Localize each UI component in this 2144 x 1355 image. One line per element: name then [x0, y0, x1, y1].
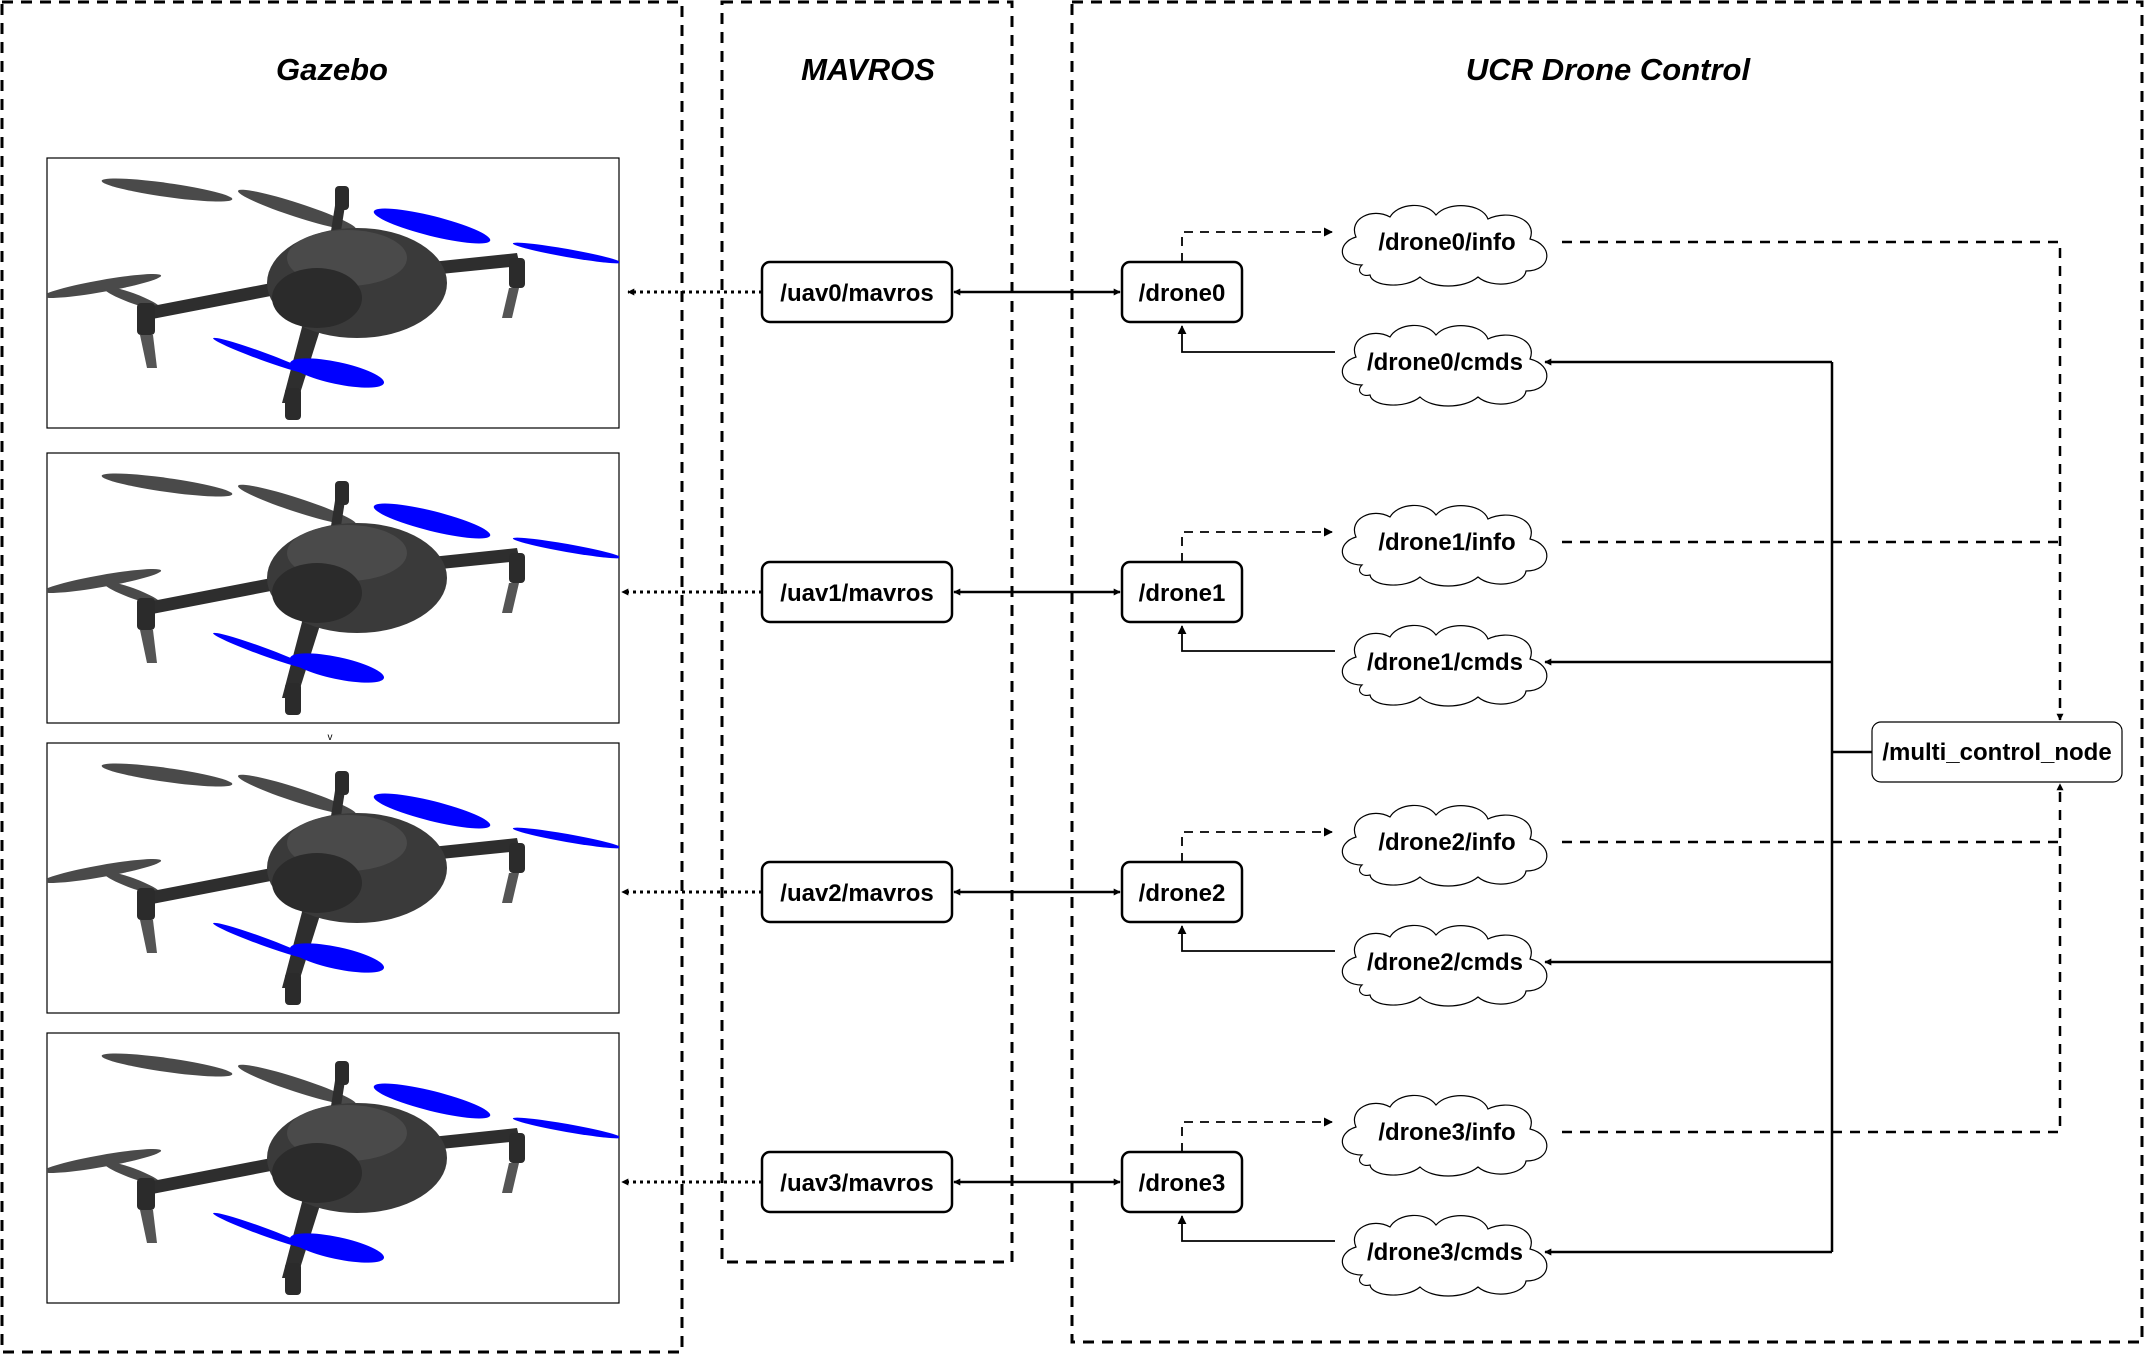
ucr-title: UCR Drone Control [1466, 52, 1752, 87]
svg-text:/uav2/mavros: /uav2/mavros [780, 880, 933, 907]
info-topic-cloud-0: /drone0/info [1341, 204, 1548, 287]
info-topic-cloud-1: /drone1/info [1341, 504, 1548, 587]
info-to-multi-link-0 [1562, 240, 2064, 721]
gazebo-title: Gazebo [276, 52, 388, 87]
drone-render-image [46, 742, 620, 1014]
mavros-node-uav3: /uav3/mavros [760, 1150, 954, 1214]
multi-control-node: /multi_control_node [1871, 721, 2123, 783]
drone-render-image [46, 1032, 620, 1304]
drone-to-info-link-3 [1181, 1117, 1333, 1152]
svg-text:/drone2: /drone2 [1139, 880, 1226, 907]
drone-to-info-link-2 [1181, 827, 1333, 862]
svg-text:/drone1: /drone1 [1139, 580, 1226, 607]
svg-text:/drone1/cmds: /drone1/cmds [1367, 649, 1523, 676]
mavros-node-uav2: /uav2/mavros [760, 860, 954, 924]
svg-text:/multi_control_node: /multi_control_node [1882, 739, 2111, 766]
info-to-multi-link-3 [1562, 783, 2064, 1134]
drone-node-2: /drone2 [1120, 860, 1244, 924]
svg-text:/drone3: /drone3 [1139, 1170, 1226, 1197]
ucr-group-box [1070, 0, 2144, 1344]
cmds-topic-cloud-1: /drone1/cmds [1341, 624, 1548, 707]
svg-text:/drone0: /drone0 [1139, 280, 1226, 307]
svg-text:/drone3/info: /drone3/info [1378, 1119, 1515, 1146]
svg-text:/drone2/cmds: /drone2/cmds [1367, 949, 1523, 976]
svg-text:/drone3/cmds: /drone3/cmds [1367, 1239, 1523, 1266]
cmds-to-drone-link-0 [1177, 325, 1335, 353]
mavros-node-uav1: /uav1/mavros [760, 560, 954, 624]
drone-to-info-link-0 [1181, 227, 1333, 262]
svg-text:/uav1/mavros: /uav1/mavros [780, 580, 933, 607]
svg-text:/drone0/info: /drone0/info [1378, 229, 1515, 256]
cmds-to-drone-link-1 [1177, 625, 1335, 652]
drone-node-0: /drone0 [1120, 260, 1244, 324]
svg-text:/drone1/info: /drone1/info [1378, 529, 1515, 556]
drone-render-image [46, 452, 620, 724]
cmds-topic-cloud-0: /drone0/cmds [1341, 324, 1548, 407]
mavros-node-uav0: /uav0/mavros [760, 260, 954, 324]
gazebo-group-box [0, 0, 684, 1354]
drone-node-1: /drone1 [1120, 560, 1244, 624]
cmds-to-drone-link-2 [1177, 925, 1335, 952]
info-topic-cloud-3: /drone3/info [1341, 1094, 1548, 1177]
cmds-topic-cloud-2: /drone2/cmds [1341, 924, 1548, 1007]
cmds-to-drone-link-3 [1177, 1215, 1335, 1242]
stray-mark: v [328, 732, 333, 743]
svg-text:/uav0/mavros: /uav0/mavros [780, 280, 933, 307]
svg-text:/drone0/cmds: /drone0/cmds [1367, 349, 1523, 376]
drone-node-3: /drone3 [1120, 1150, 1244, 1214]
drone-to-info-link-1 [1181, 527, 1333, 562]
cmds-topic-cloud-3: /drone3/cmds [1341, 1214, 1548, 1297]
mavros-title: MAVROS [801, 52, 935, 87]
drone-render-image [46, 157, 620, 429]
info-topic-cloud-2: /drone2/info [1341, 804, 1548, 887]
svg-text:/uav3/mavros: /uav3/mavros [780, 1170, 933, 1197]
mavros-group-box [720, 0, 1014, 1264]
svg-text:/drone2/info: /drone2/info [1378, 829, 1515, 856]
